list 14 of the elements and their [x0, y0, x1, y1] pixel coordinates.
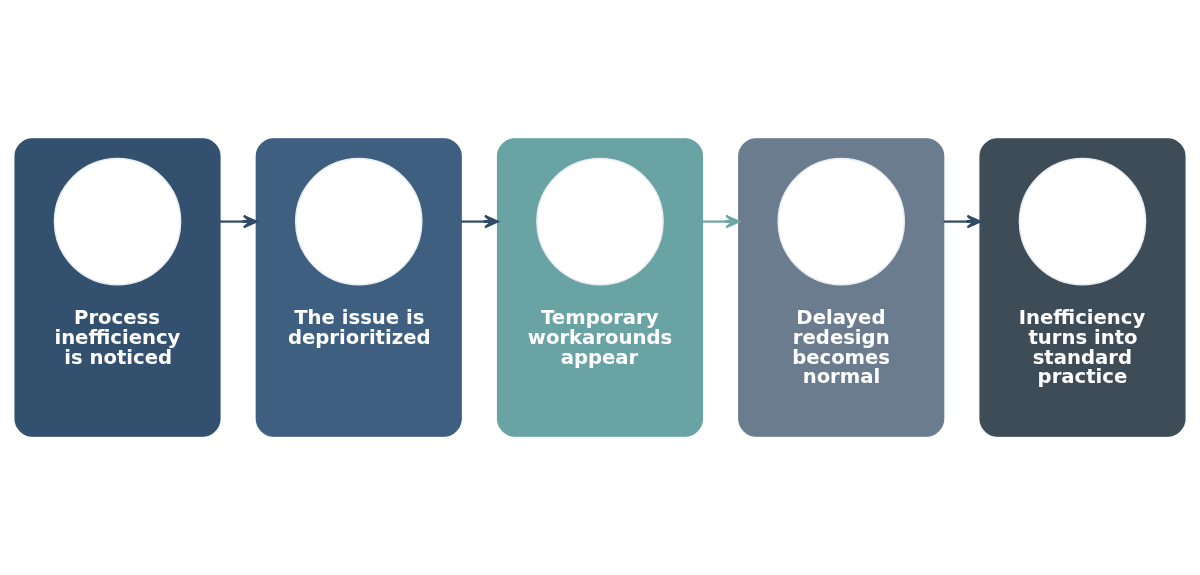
node-circle: [777, 157, 906, 286]
cluster: Process inefficiency is noticed: [14, 138, 221, 437]
arrow: [943, 214, 982, 229]
cluster: Delayed redesign becomes normal: [738, 138, 945, 437]
node-circle: [536, 157, 664, 286]
node-circle: [1018, 157, 1147, 286]
arrow: [702, 214, 740, 229]
arrow: [461, 214, 499, 229]
arrow: [219, 214, 258, 229]
node-circle: [53, 157, 182, 286]
cluster: Inefficiency turns into standard practice: [979, 138, 1186, 437]
cluster: The issue is deprioritized: [255, 138, 462, 437]
cluster: Temporary workarounds appear: [496, 138, 704, 437]
node-circle: [294, 157, 423, 286]
